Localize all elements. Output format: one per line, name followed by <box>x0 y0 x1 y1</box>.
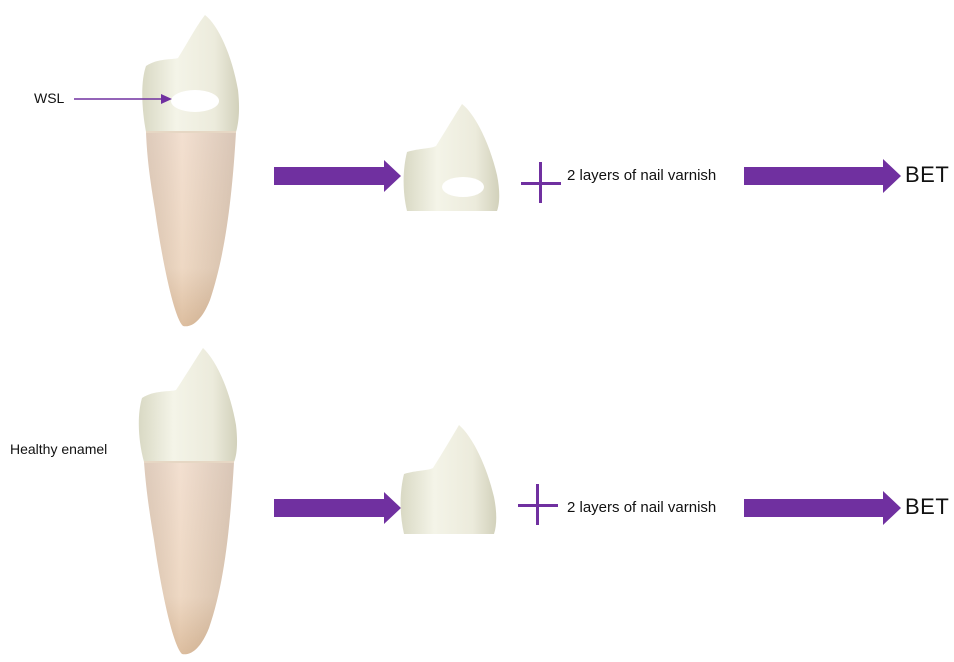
varnish-label: 2 layers of nail varnish <box>565 499 718 516</box>
bet-label: BET <box>905 494 949 520</box>
arrow-to-bet <box>744 491 901 525</box>
crown-section-with-wsl <box>404 104 500 211</box>
crown-section-healthy <box>401 425 497 534</box>
wsl-label: WSL <box>34 90 64 106</box>
row-bottom <box>274 425 901 534</box>
healthy-enamel-label: Healthy enamel <box>10 441 107 457</box>
row-top <box>274 104 901 211</box>
wsl-lesion <box>171 90 219 112</box>
tooth-healthy <box>139 348 237 654</box>
bet-label: BET <box>905 162 949 188</box>
tooth-crown <box>139 348 237 462</box>
wsl-lesion <box>442 177 484 197</box>
arrow-to-crown <box>274 160 401 192</box>
arrow-to-crown <box>274 492 401 524</box>
plus-sign <box>521 162 561 203</box>
tooth-crown <box>142 15 239 132</box>
plus-sign <box>518 484 558 525</box>
arrow-to-bet <box>744 159 901 193</box>
tooth-with-wsl <box>142 15 239 326</box>
varnish-label: 2 layers of nail varnish <box>565 167 718 184</box>
